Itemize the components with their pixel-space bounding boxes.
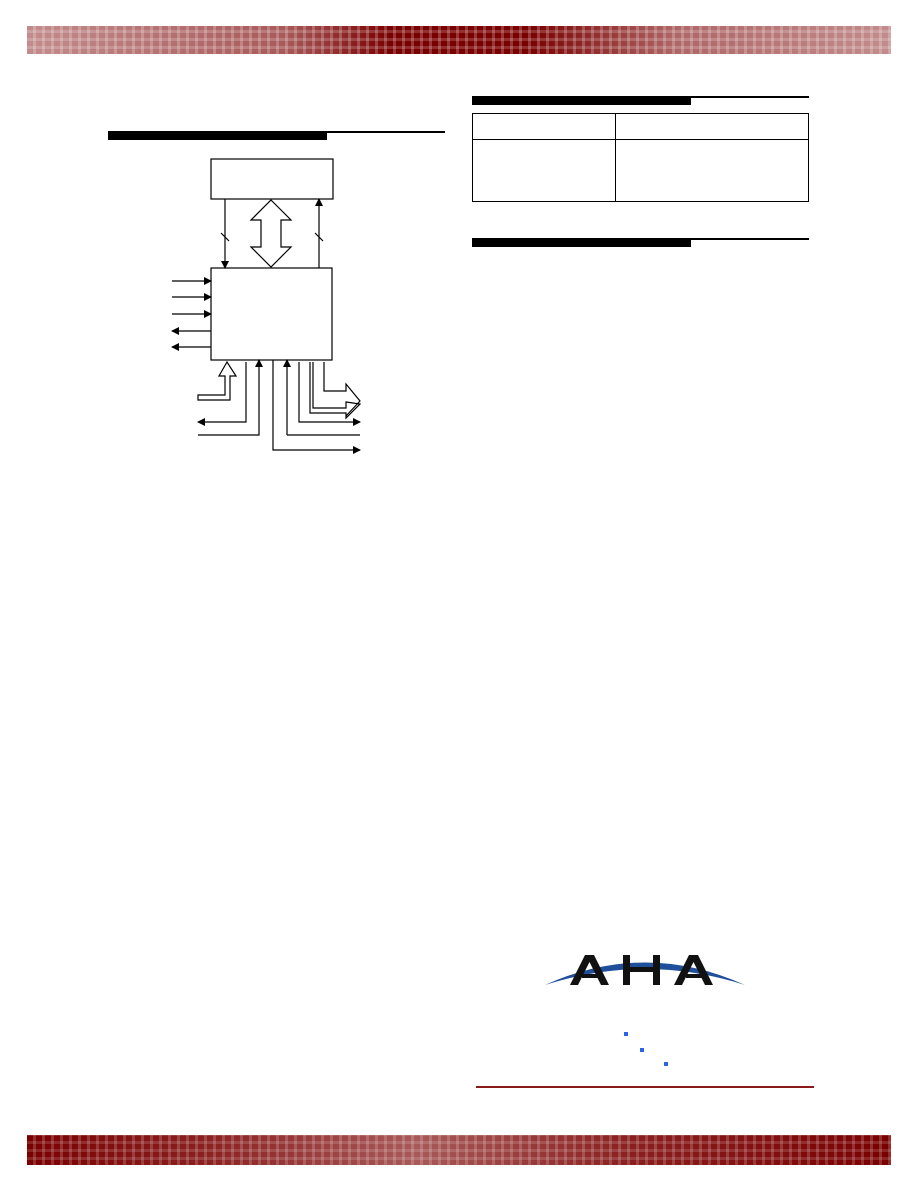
bottom-left-output [197, 362, 247, 426]
top-block [210, 158, 334, 200]
logo-dots [624, 1032, 668, 1066]
info-table [472, 113, 809, 202]
bidirectional-bus-arrow [249, 199, 293, 268]
bottom-hollow-input-arrow [197, 360, 238, 401]
aha-logo [545, 955, 745, 1066]
right-section-heading-bar [472, 238, 691, 247]
header-band [27, 26, 891, 54]
bottom-hollow-output-arrow [309, 362, 362, 420]
right-section-heading-rule [472, 238, 809, 240]
bottom-mid-output [272, 360, 361, 454]
main-block [210, 267, 333, 361]
bottom-right-output [298, 362, 361, 426]
table-column-divider [615, 114, 616, 201]
block-diagram [171, 158, 362, 454]
footer-rule [476, 1086, 814, 1088]
footer-band [27, 1135, 891, 1165]
right-table-heading-bar [472, 96, 691, 105]
right-table-heading-rule [472, 96, 809, 98]
left-section-heading-bar [108, 131, 327, 140]
table-header-divider [473, 139, 808, 140]
left-section-heading-rule [108, 131, 445, 133]
bottom-left-input [198, 359, 263, 436]
